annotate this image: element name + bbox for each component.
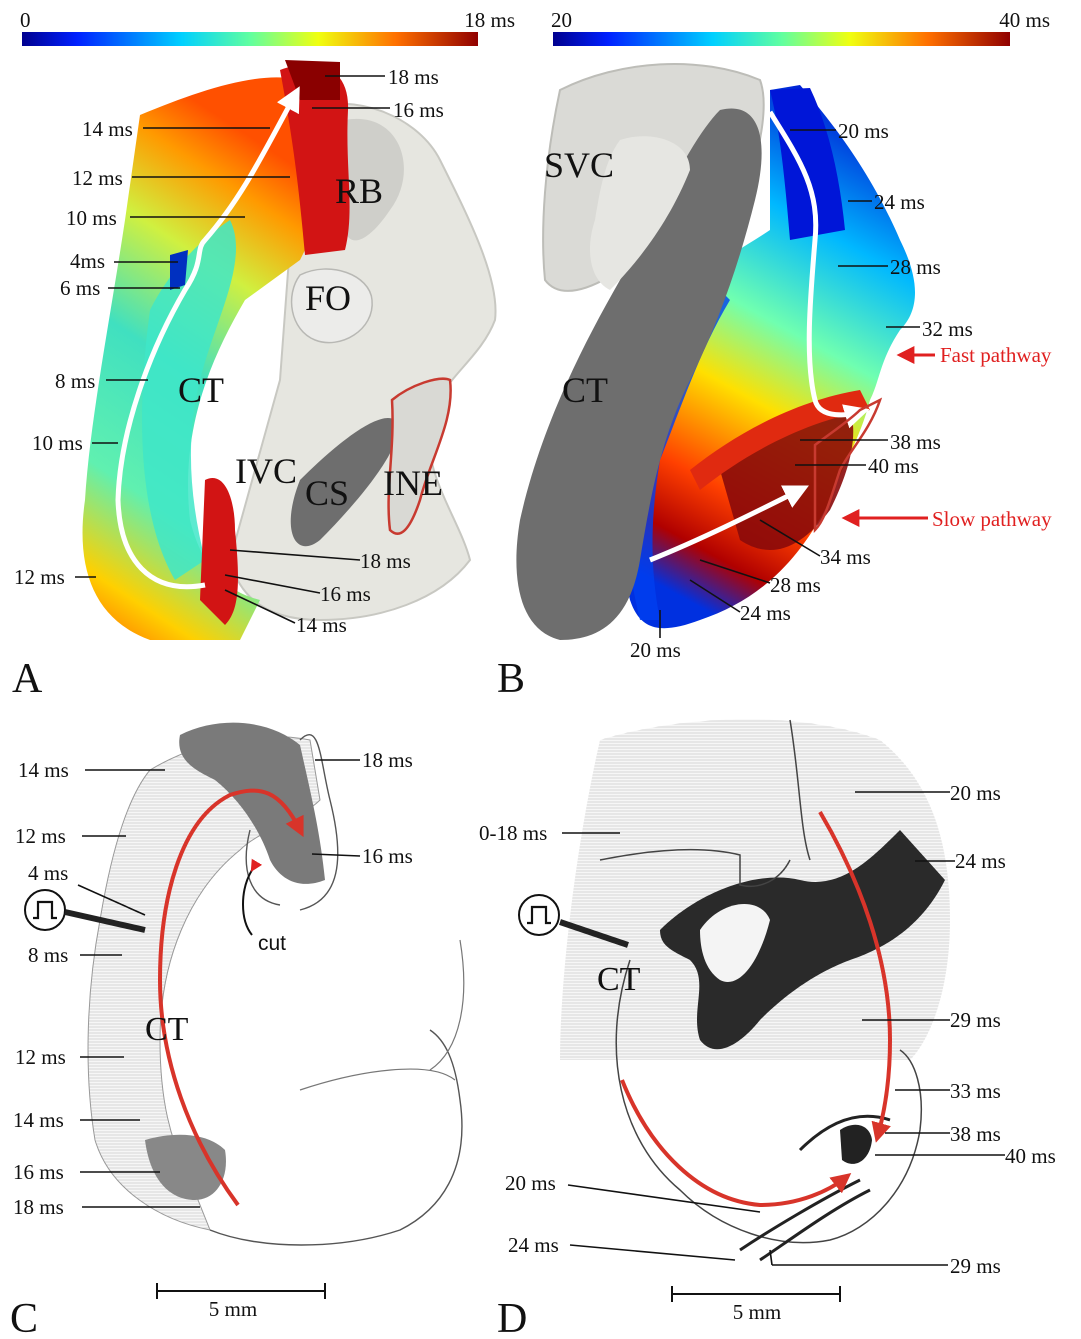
label-cut: cut [258, 932, 286, 955]
label-a-8ms: 8 ms [55, 369, 95, 393]
label-a-12ms-bottom: 12 ms [14, 565, 65, 589]
label-c-14ms-top: 14 ms [18, 758, 69, 782]
label-c-12ms-top: 12 ms [15, 824, 66, 848]
av-node-d [840, 1125, 872, 1164]
label-b-32ms: 32 ms [922, 317, 973, 341]
label-c-14ms-bottom: 14 ms [13, 1108, 64, 1132]
label-c-4ms: 4 ms [28, 861, 68, 885]
label-b-24ms-bottom: 24 ms [740, 601, 791, 625]
colorbar-a-max: 18 ms [464, 8, 515, 32]
label-d-20ms-bottom: 20 ms [505, 1171, 556, 1195]
label-a-10ms-bottom: 10 ms [32, 431, 83, 455]
label-a-12ms-top: 12 ms [72, 166, 123, 190]
label-b-20ms-bottom: 20 ms [630, 638, 681, 662]
colorbar-b-max: 40 ms [999, 8, 1050, 32]
label-b-34ms: 34 ms [820, 545, 871, 569]
label-a-16ms-bottom: 16 ms [320, 582, 371, 606]
label-a-14ms: 14 ms [82, 117, 133, 141]
label-d-38ms: 38 ms [950, 1122, 1001, 1146]
label-svc: SVC [544, 145, 614, 185]
activation-arrow-d-left [622, 1080, 845, 1205]
label-a-10ms-top: 10 ms [66, 206, 117, 230]
label-a-6ms: 6 ms [60, 276, 100, 300]
outline-c-2 [300, 940, 464, 1090]
panel-letter-c: C [10, 1296, 38, 1334]
label-c-18ms-bottom: 18 ms [13, 1195, 64, 1219]
panel-letter-b: B [497, 656, 525, 702]
label-ivc: IVC [235, 451, 297, 491]
colorbar-b: 20 40 ms [551, 8, 1050, 46]
label-c-18ms-top: 18 ms [362, 748, 413, 772]
label-b-40ms: 40 ms [868, 454, 919, 478]
label-slow-pathway: Slow pathway [932, 507, 1052, 531]
scale-label-d: 5 mm [733, 1300, 781, 1324]
label-b-20ms-top: 20 ms [838, 119, 889, 143]
panel-d: CT 20 ms 0-18 ms 24 ms 29 ms 33 ms 38 ms… [479, 719, 1056, 1334]
panel-c: CT cut 14 ms 18 ms 12 ms 16 ms 4 ms 8 ms… [10, 723, 464, 1334]
panel-letter-a: A [12, 656, 43, 702]
label-b-38ms: 38 ms [890, 430, 941, 454]
label-ct-b: CT [562, 370, 608, 410]
label-c-16ms-bottom: 16 ms [13, 1160, 64, 1184]
label-d-20ms-top: 20 ms [950, 781, 1001, 805]
label-a-16ms-top: 16 ms [393, 98, 444, 122]
scale-bar-d: 5 mm [672, 1286, 840, 1324]
cut-pointer [243, 870, 252, 935]
label-a-4ms: 4ms [70, 249, 105, 273]
label-a-18ms-top: 18 ms [388, 65, 439, 89]
label-d-33ms: 33 ms [950, 1079, 1001, 1103]
label-fo: FO [305, 278, 351, 318]
colorbar-a-min: 0 [20, 8, 31, 32]
label-c-8ms: 8 ms [28, 943, 68, 967]
scale-label-c: 5 mm [209, 1297, 257, 1321]
label-ct-c: CT [145, 1011, 189, 1048]
label-c-16ms-top: 16 ms [362, 844, 413, 868]
panel-letter-d: D [497, 1296, 527, 1334]
label-a-14ms-bottom: 14 ms [296, 613, 347, 637]
label-b-24ms-top: 24 ms [874, 190, 925, 214]
label-fast-pathway: Fast pathway [940, 343, 1052, 367]
label-d-24ms-top: 24 ms [955, 849, 1006, 873]
label-ct-a: CT [178, 370, 224, 410]
label-b-28ms-top: 28 ms [890, 255, 941, 279]
label-rb: RB [335, 171, 383, 211]
scale-bar-c: 5 mm [157, 1283, 325, 1321]
label-d-40ms: 40 ms [1005, 1144, 1056, 1168]
label-d-0-18ms: 0-18 ms [479, 821, 547, 845]
label-ine: INE [383, 463, 443, 503]
label-a-18ms-bottom: 18 ms [360, 549, 411, 573]
label-d-29ms-bottom: 29 ms [950, 1254, 1001, 1278]
label-b-28ms-bottom: 28 ms [770, 573, 821, 597]
label-cs: CS [305, 473, 349, 513]
panel-b: SVC CT 20 ms 24 ms 28 ms 32 ms 38 ms 40 … [497, 64, 1052, 702]
colorbar-a: 0 18 ms [20, 8, 515, 46]
colorbar-b-min: 20 [551, 8, 572, 32]
map-a-red-bottom [200, 478, 238, 625]
panel-a: RB FO CT IVC CS INE 18 ms 16 ms 14 ms 12… [12, 60, 496, 702]
label-d-24ms-bottom: 24 ms [508, 1233, 559, 1257]
label-d-29ms-top: 29 ms [950, 1008, 1001, 1032]
label-c-12ms-bottom: 12 ms [15, 1045, 66, 1069]
label-ct-d: CT [597, 961, 641, 998]
